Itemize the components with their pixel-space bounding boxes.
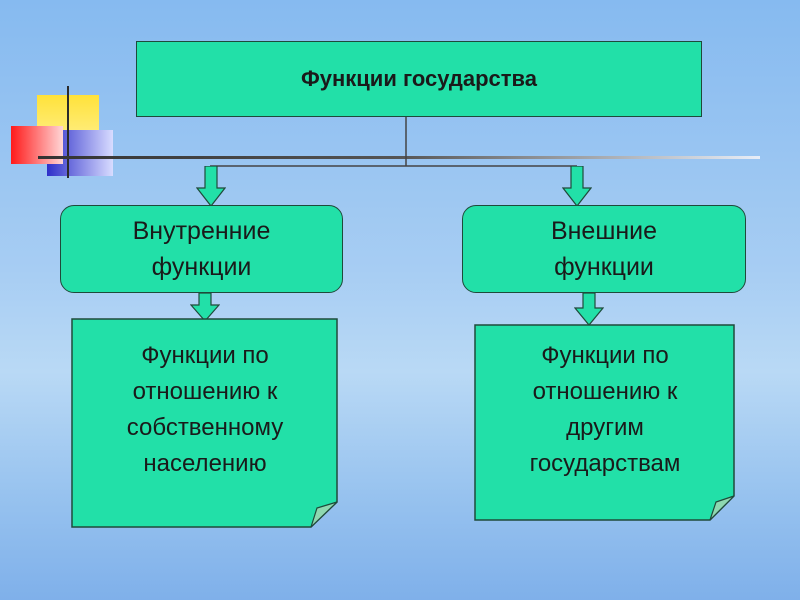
external-functions-line2: функции xyxy=(554,253,654,281)
arrow-down-icon xyxy=(562,166,592,207)
note-shape xyxy=(71,318,338,528)
internal-functions-box: Внутренние функции xyxy=(60,205,343,293)
external-functions-line1: Внешние xyxy=(550,217,658,245)
internal-desc-line: Функции по xyxy=(141,342,269,369)
internal-desc-line: населению xyxy=(143,450,267,477)
internal-desc-line: отношению к xyxy=(132,378,278,405)
external-desc-line: государствам xyxy=(529,449,681,477)
note-shape xyxy=(474,324,735,521)
external-functions-box: Внешние функции xyxy=(462,205,746,293)
internal-functions-line1: Внутренние xyxy=(132,217,271,245)
external-desc-line: другим xyxy=(566,413,644,441)
decor-vertical-line xyxy=(67,86,69,178)
arrow-down-icon xyxy=(574,293,604,326)
internal-functions-line2: функции xyxy=(151,253,252,281)
external-description-note: Функции по отношению к другим государств… xyxy=(474,324,736,521)
internal-desc-line: собственному xyxy=(126,414,284,441)
horizontal-divider-line xyxy=(38,156,760,159)
diagram-title-box: Функции государства xyxy=(136,41,702,117)
internal-description-note: Функции по отношению к собственному насе… xyxy=(71,318,339,528)
diagram-title: Функции государства xyxy=(300,66,538,91)
arrow-down-icon xyxy=(196,166,226,207)
external-desc-line: Функции по xyxy=(541,341,669,369)
external-desc-line: отношению к xyxy=(532,377,678,405)
arrow-down-icon xyxy=(190,293,220,322)
